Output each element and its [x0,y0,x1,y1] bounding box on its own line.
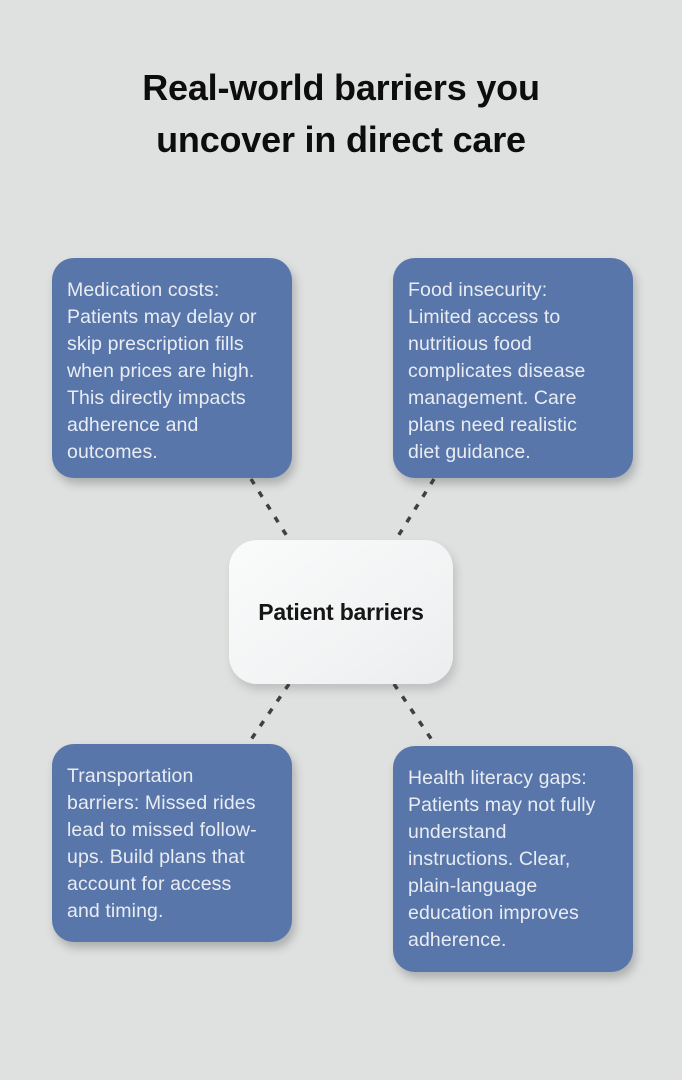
node-medication-costs-text: Medication costs: Patients may delay or … [67,279,257,463]
node-food-insecurity: Food insecurity: Limited access to nutri… [393,258,633,478]
node-patient-barriers-label: Patient barriers [258,598,424,625]
node-health-literacy-gaps-text: Health literacy gaps: Patients may not f… [408,767,596,951]
node-food-insecurity-text: Food insecurity: Limited access to nutri… [408,279,586,463]
connector-bottom-left [246,683,291,745]
page-title: Real-world barriers you uncover in direc… [142,67,540,160]
node-medication-costs: Medication costs: Patients may delay or … [52,258,292,478]
node-patient-barriers: Patient barriers [229,540,453,684]
connector-top-right [393,478,436,542]
connector-top-left [249,478,292,542]
node-health-literacy-gaps: Health literacy gaps: Patients may not f… [393,746,633,972]
connector-bottom-right [392,683,438,747]
node-transportation-barriers-text: Transportation barriers: Missed rides le… [67,765,257,922]
node-transportation-barriers: Transportation barriers: Missed rides le… [52,744,292,942]
